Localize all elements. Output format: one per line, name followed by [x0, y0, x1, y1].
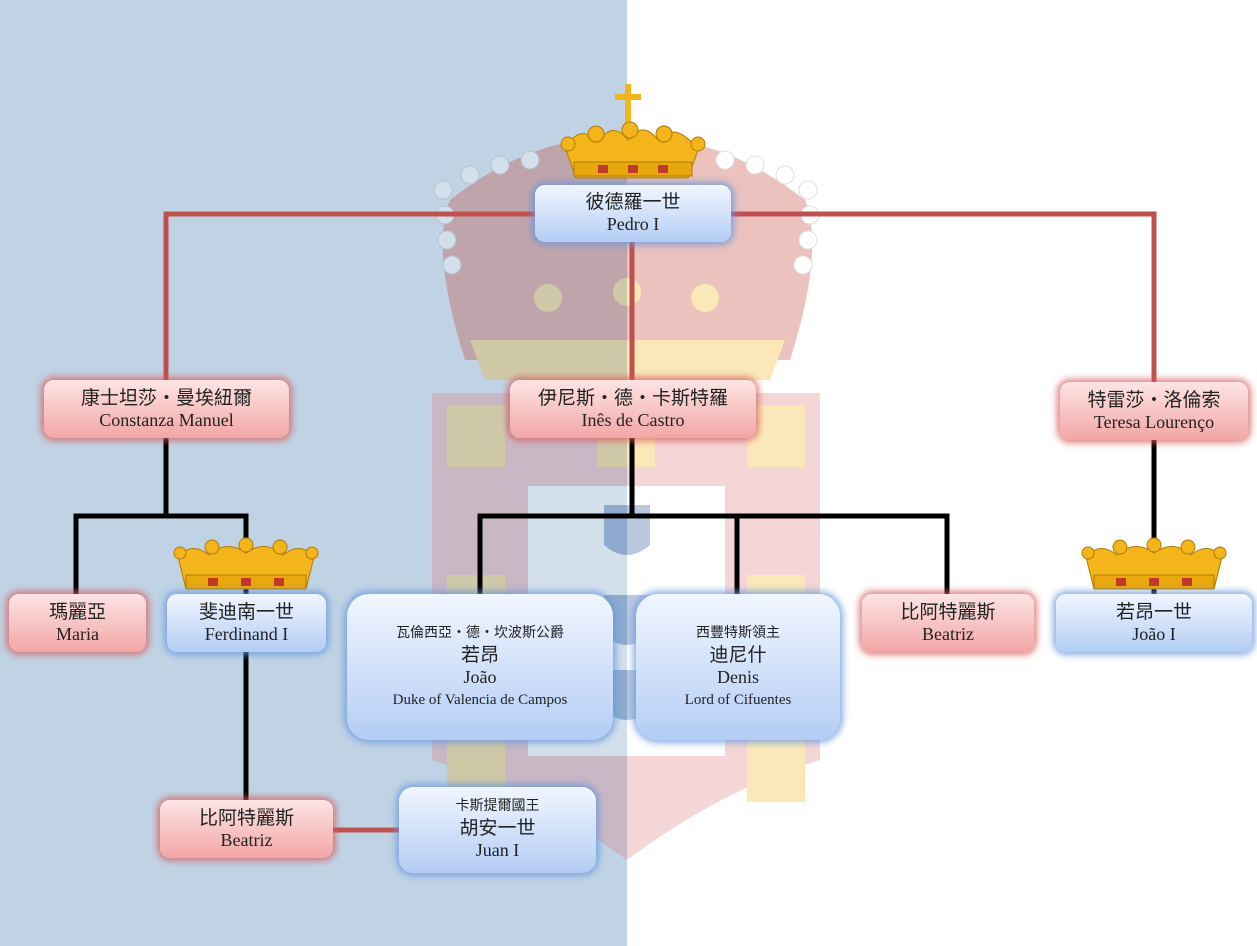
node-name-zh: 彼德羅一世 [585, 191, 681, 214]
node-title: 西豐特斯領主 [696, 624, 780, 641]
node-name-zh: 若昂 [460, 643, 499, 666]
node-name-en: Inês de Castro [581, 409, 685, 430]
crown-band [470, 340, 785, 380]
person-node-juan: 卡斯提爾國王 胡安一世 Juan I [399, 787, 596, 873]
marriage-lines [163, 211, 1157, 833]
person-node-pedro: 彼德羅一世 Pedro I [535, 185, 731, 242]
node-name-en: Denis [717, 666, 759, 687]
node-name-zh: 比阿特麗斯 [900, 600, 996, 623]
node-name-zh: 比阿特麗斯 [198, 806, 294, 829]
node-name-en: Constanza Manuel [99, 409, 234, 430]
node-name-en: Beatriz [922, 623, 974, 644]
person-node-beatriz-ferdinand: 比阿特麗斯 Beatriz [160, 800, 333, 858]
node-name-en: Pedro I [606, 214, 660, 235]
node-name-en: Maria [56, 623, 99, 644]
node-title: 卡斯提爾國王 [455, 798, 540, 815]
node-subtitle: Duke of Valencia de Campos [392, 692, 568, 709]
person-node-teresa: 特雷莎・洛倫索 Teresa Lourenço [1060, 382, 1248, 440]
person-node-maria: 瑪麗亞 Maria [9, 594, 146, 652]
node-name-zh: 伊尼斯・德・卡斯特羅 [537, 386, 728, 409]
crown-icon [560, 84, 706, 179]
node-name-en: Beatriz [220, 829, 273, 850]
node-name-zh: 迪尼什 [709, 643, 767, 666]
node-title: 瓦倫西亞・德・坎波斯公爵 [396, 624, 564, 641]
person-node-ines: 伊尼斯・德・卡斯特羅 Inês de Castro [510, 380, 756, 438]
node-name-zh: 瑪麗亞 [48, 600, 106, 623]
line-ines-children [477, 513, 950, 596]
node-subtitle: Lord of Cifuentes [684, 692, 792, 709]
line-pedro-constanza [163, 211, 632, 384]
node-name-en: Juan I [475, 840, 520, 860]
node-name-en: João [463, 666, 497, 687]
crown-icon [173, 537, 319, 590]
person-node-beatriz-ines: 比阿特麗斯 Beatriz [862, 594, 1034, 652]
node-name-zh: 若昂一世 [1115, 600, 1192, 623]
shield-shape [432, 393, 820, 860]
node-name-zh: 斐迪南一世 [198, 600, 294, 623]
person-node-joao-valencia: 瓦倫西亞・德・坎波斯公爵 若昂 João Duke of Valencia de… [347, 594, 613, 740]
node-name-zh: 特雷莎・洛倫索 [1087, 388, 1221, 411]
node-name-zh: 胡安一世 [459, 817, 536, 840]
node-name-zh: 康士坦莎・曼埃紐爾 [80, 386, 252, 409]
person-node-constanza: 康士坦莎・曼埃紐爾 Constanza Manuel [44, 380, 289, 438]
crown-icon [1081, 537, 1227, 590]
person-node-joao-i: 若昂一世 João I [1056, 594, 1252, 652]
line-pedro-teresa [632, 211, 1157, 384]
node-name-en: João I [1132, 623, 1176, 644]
node-name-en: Teresa Lourenço [1093, 411, 1215, 432]
node-name-en: Ferdinand I [204, 623, 289, 644]
person-node-denis: 西豐特斯領主 迪尼什 Denis Lord of Cifuentes [636, 594, 840, 740]
person-node-ferdinand: 斐迪南一世 Ferdinand I [167, 594, 326, 652]
